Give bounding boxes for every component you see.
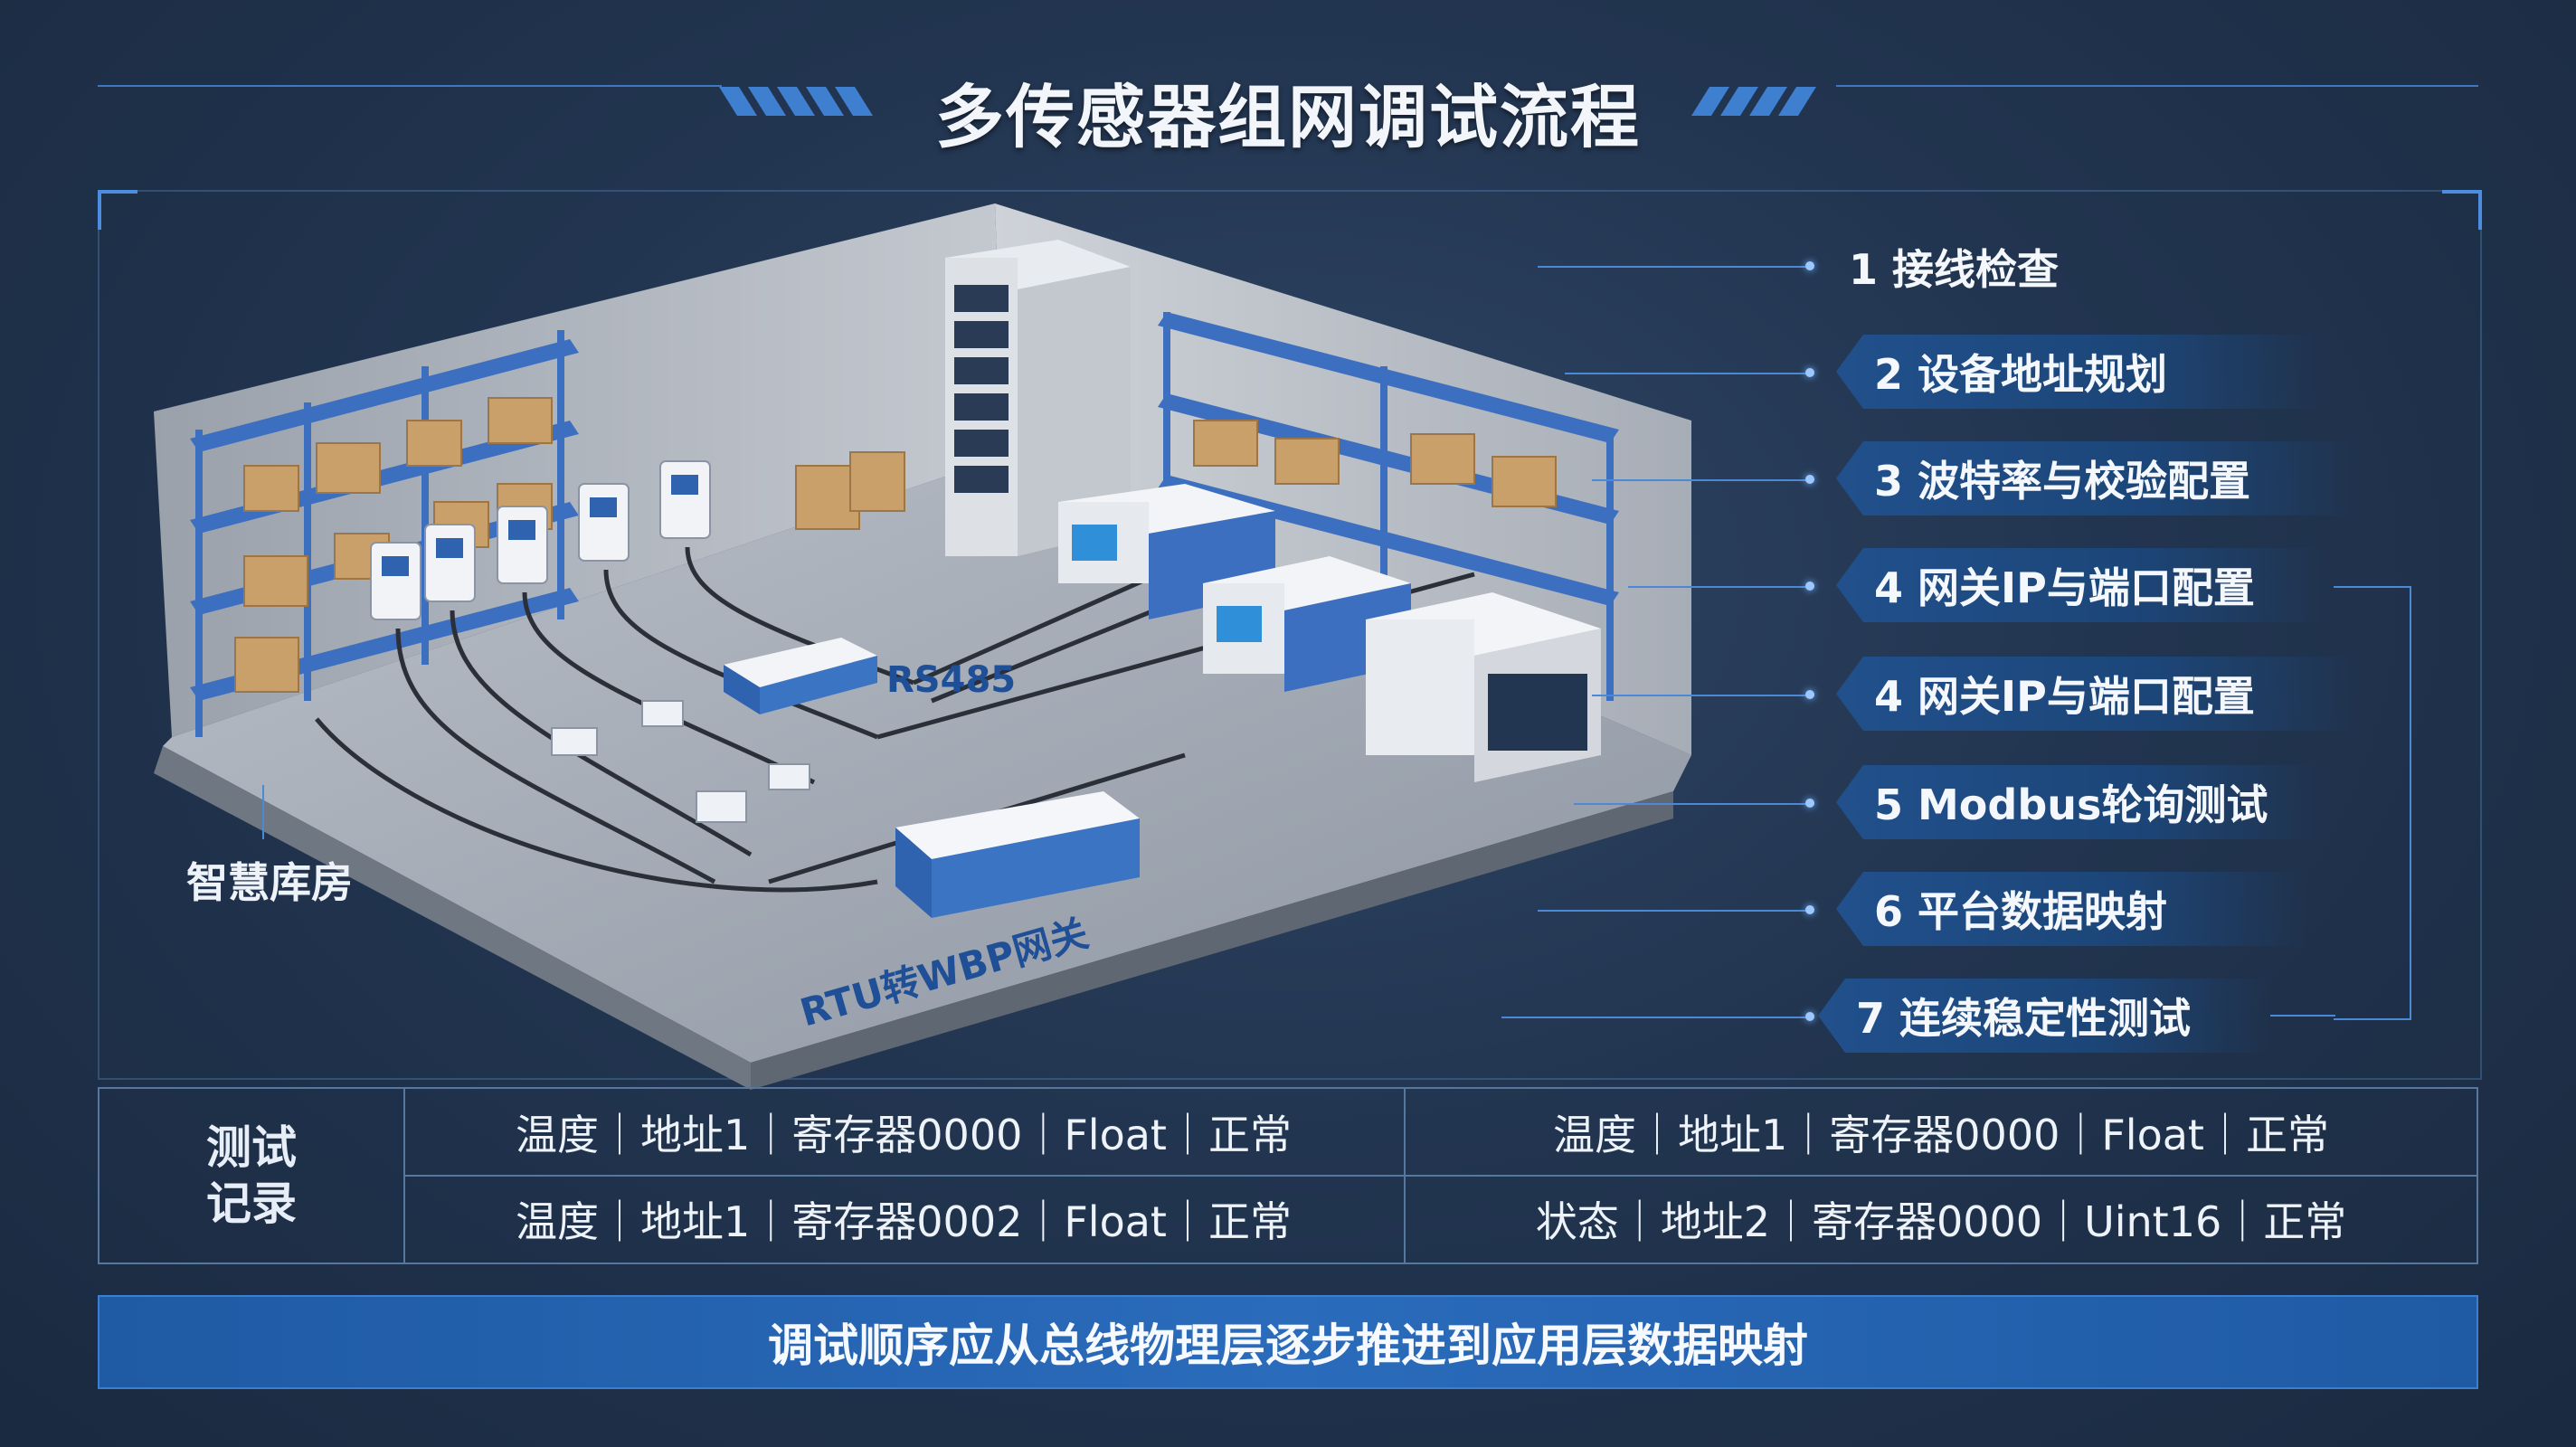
step-4a: 4 网关IP与端口配置 <box>1836 548 2325 622</box>
floor-boxes <box>795 451 905 530</box>
bus-cables <box>315 546 1475 893</box>
table-cell: 温度｜地址1｜寄存器0000｜Float｜正常 <box>1553 1111 2329 1159</box>
callout-line-1 <box>1538 266 1809 268</box>
left-wall <box>154 203 1004 737</box>
diagram-frame <box>98 190 2482 1080</box>
callout-line-5 <box>1592 695 1809 696</box>
area-label-line <box>262 785 264 839</box>
warehouse-illustration: RS485 RTU转WBP网关 <box>154 203 1691 1090</box>
callout-line-2 <box>1565 373 1809 374</box>
bus-label: RS485 <box>886 659 1016 701</box>
step-7: 7 连续稳定性测试 <box>1818 979 2270 1053</box>
gateway-device <box>895 791 1140 918</box>
stripes-left-icon <box>719 87 873 116</box>
table-cell: 温度｜地址1｜寄存器0002｜Float｜正常 <box>516 1197 1292 1246</box>
callout-dot-1 <box>1805 261 1814 270</box>
callout-dot-3 <box>1805 475 1814 484</box>
title-line-right <box>1836 85 2478 87</box>
table-cell: 状态｜地址2｜寄存器0000｜Uint16｜正常 <box>1535 1197 2347 1246</box>
frame-corner-tl <box>98 190 137 230</box>
step-2: 2 设备地址规划 <box>1836 335 2325 409</box>
callout-line-3 <box>1592 479 1809 481</box>
title-line-left <box>98 85 722 87</box>
right-boxes <box>1193 420 1557 507</box>
table-row-divider <box>403 1175 2477 1177</box>
test-record-table: 测试记录 温度｜地址1｜寄存器0000｜Float｜正常 温度｜地址1｜寄存器0… <box>98 1087 2478 1264</box>
loop-bracket <box>2334 586 2411 1020</box>
step-1: 1 接线检查 <box>1849 245 2060 294</box>
loop-bracket-tail <box>2270 1015 2335 1017</box>
callout-dot-6 <box>1805 799 1814 808</box>
callout-line-7 <box>1538 910 1809 912</box>
callout-dot-5 <box>1805 690 1814 699</box>
callout-line-6 <box>1574 803 1809 805</box>
area-label: 智慧库房 <box>186 858 353 907</box>
step-6: 6 平台数据映射 <box>1836 872 2306 946</box>
callout-line-4 <box>1628 586 1809 588</box>
table-cell: 温度｜地址1｜寄存器0000｜Float｜正常 <box>516 1111 1292 1159</box>
callout-dot-7 <box>1805 905 1814 914</box>
step-3: 3 波特率与校验配置 <box>1836 441 2361 515</box>
test-record-header: 测试记录 <box>99 1089 405 1263</box>
server-rack <box>945 240 1131 556</box>
footer-banner: 调试顺序应从总线物理层逐步推进到应用层数据映射 <box>98 1295 2478 1389</box>
frame-corner-tr <box>2442 190 2482 230</box>
junction-boxes <box>551 700 810 823</box>
step-5: 5 Modbus轮询测试 <box>1836 765 2325 839</box>
rs485-hub <box>724 638 877 714</box>
step-4b: 4 网关IP与端口配置 <box>1836 657 2361 731</box>
floor-edge-right <box>751 791 1673 1090</box>
stripes-right-icon <box>1691 87 1816 116</box>
sensor-units <box>370 460 711 620</box>
title-area: 多传感器组网调试流程 <box>0 36 2576 172</box>
callout-dot-2 <box>1805 368 1814 377</box>
callout-dot-8 <box>1805 1012 1814 1021</box>
callout-dot-4 <box>1805 582 1814 591</box>
page-title: 多传感器组网调试流程 <box>935 77 1641 157</box>
floor-edge-left <box>154 746 751 1090</box>
device-c <box>1366 592 1601 782</box>
callout-line-8 <box>1501 1017 1809 1018</box>
table-col-divider <box>1404 1089 1406 1263</box>
